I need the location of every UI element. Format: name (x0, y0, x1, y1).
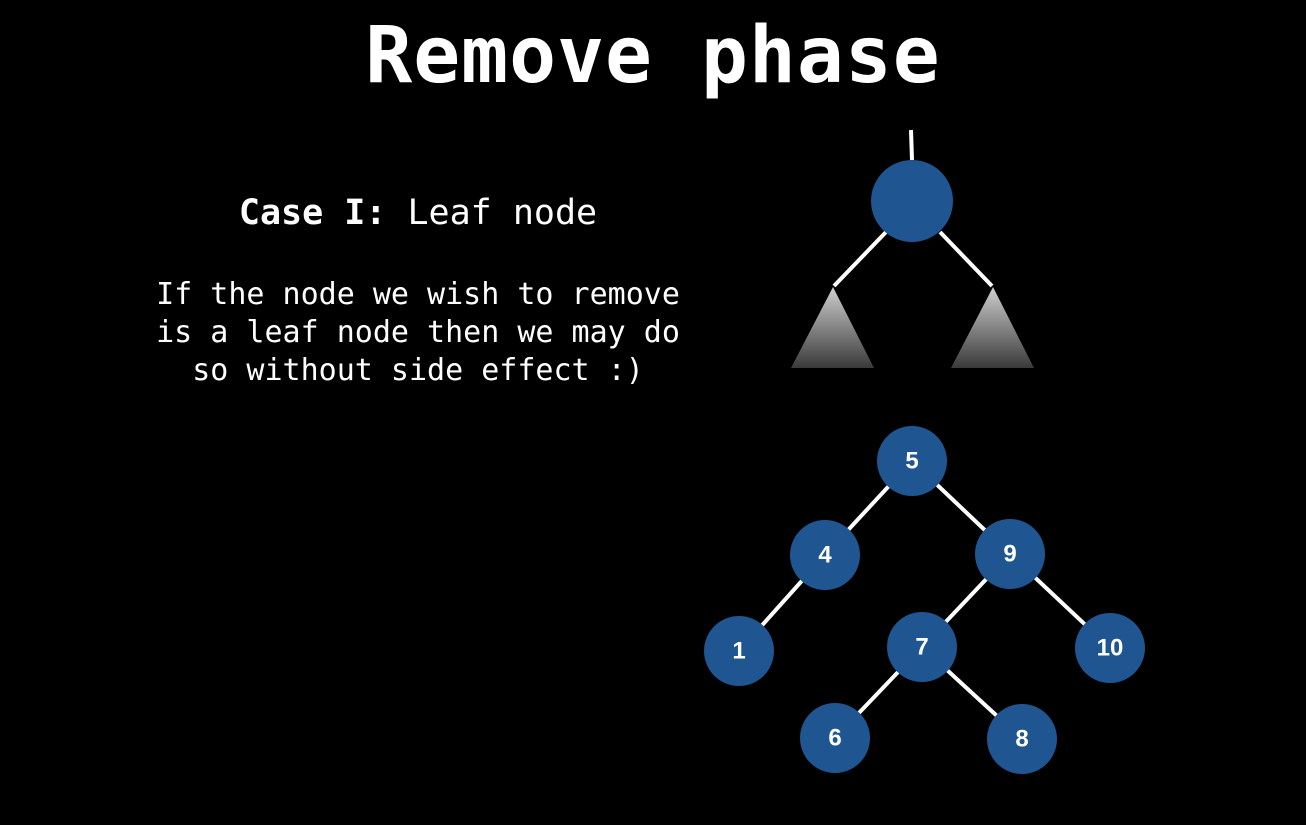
tree-node-1: 1 (704, 616, 774, 686)
right-subtree-triangle (951, 287, 1034, 368)
tree-node-6: 6 (800, 703, 870, 773)
description-line-2: is a leaf node then we may do (156, 315, 680, 350)
tree-node-10: 10 (1075, 613, 1145, 683)
tree-node-7: 7 (887, 612, 957, 682)
schematic-node (871, 160, 953, 242)
node-label: 6 (828, 724, 841, 751)
case-heading: Case I: Leaf node (118, 190, 718, 236)
node-label: 5 (905, 447, 918, 474)
node-label: 7 (915, 633, 928, 660)
schematic-leaf-diagram (791, 129, 1034, 368)
tree-node-9: 9 (975, 519, 1045, 589)
node-label: 8 (1015, 725, 1028, 752)
case-label: Case I: (238, 193, 387, 233)
description-line-3: so without side effect :) (192, 353, 644, 388)
node-label: 10 (1097, 634, 1124, 661)
description-line-1: If the node we wish to remove (156, 277, 680, 312)
schematic-right-edge (938, 230, 994, 288)
case-name: Leaf node (407, 193, 598, 233)
example-tree: 5 4 9 1 7 10 6 8 (704, 426, 1145, 774)
tree-node-5: 5 (877, 426, 947, 496)
left-subtree-triangle (791, 287, 874, 368)
tree-node-8: 8 (987, 704, 1057, 774)
schematic-left-edge (832, 230, 888, 288)
case-description: If the node we wish to remove is a leaf … (88, 276, 748, 390)
node-label: 9 (1003, 540, 1016, 567)
tree-node-4: 4 (790, 520, 860, 590)
parent-link (909, 129, 914, 161)
node-label: 1 (732, 637, 745, 664)
page-title: Remove phase (365, 11, 941, 101)
node-label: 4 (818, 541, 832, 568)
